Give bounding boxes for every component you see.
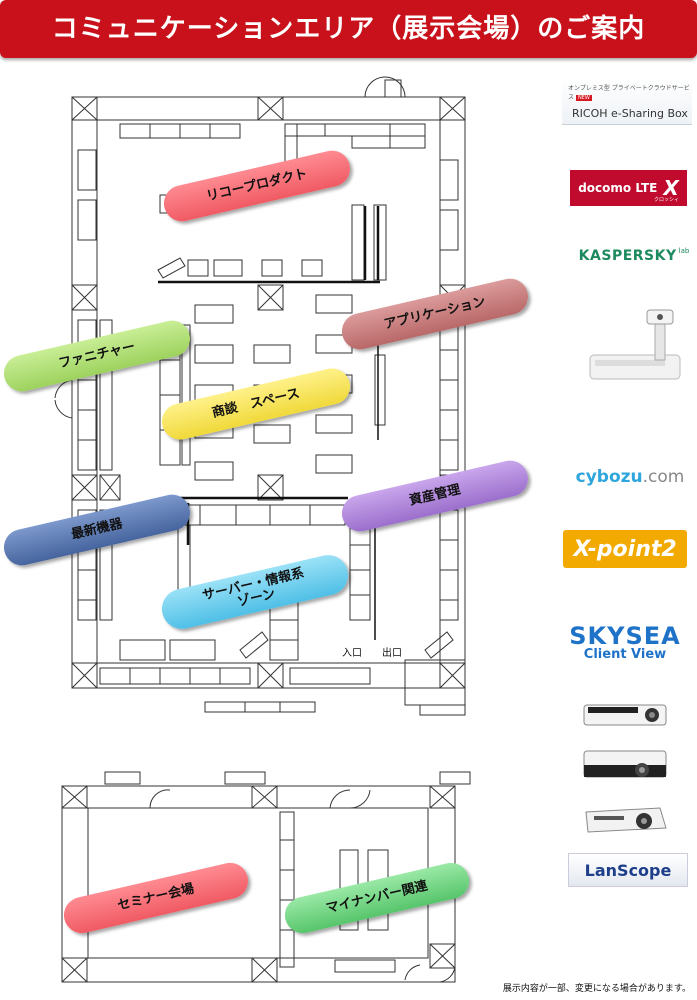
document-camera-image	[585, 300, 695, 385]
ricoh-caption: オンプレミス型 プライベートクラウドサービス	[568, 85, 690, 101]
lanscope-logo: LanScope	[568, 853, 688, 887]
docomo-text: docomo LTE	[578, 181, 658, 195]
new-badge: NEW	[575, 95, 592, 101]
projector-image-3	[580, 798, 670, 838]
disclaimer-note: 展示内容が一部、変更になる場合があります。	[502, 984, 691, 994]
projector-image-1	[580, 695, 670, 731]
title-banner	[0, 0, 697, 58]
zone-label: 資産管理	[407, 482, 462, 509]
docomo-lte-logo: docomo LTE X クロッシィ	[570, 170, 687, 206]
kaspersky-text: KASPERSKY	[578, 248, 677, 264]
skysea-logo: SKYSEA Client View	[560, 620, 690, 666]
zone-label: 最新機器	[69, 516, 124, 543]
kaspersky-logo: KASPERSKY lab	[578, 242, 690, 270]
skysea-sub-text: Client View	[583, 647, 667, 662]
entrance-label: 入口	[342, 648, 362, 659]
exit-label: 出口	[382, 648, 402, 659]
skysea-text: SKYSEA	[569, 622, 681, 650]
docomo-sub-text: クロッシィ	[653, 197, 679, 203]
cybozu-domain-text: .com	[642, 467, 685, 487]
ricoh-e-sharing-box-logo: オンプレミス型 プライベートクラウドサービス NEW RICOH e-Shari…	[562, 78, 692, 125]
lanscope-text: LanScope	[584, 860, 672, 880]
kaspersky-lab-text: lab	[678, 247, 690, 255]
zone-label: ファニチャー	[57, 339, 137, 372]
zone-label: セミナー会場	[116, 881, 196, 914]
page-title: コミュニケーションエリア（展示会場）のご案内	[51, 14, 646, 44]
cybozu-text: cybozu	[575, 467, 643, 487]
x-point-logo: X-point2	[563, 530, 687, 568]
docomo-x-mark: X	[663, 176, 679, 200]
x-point-text: X-point2	[573, 536, 677, 562]
cybozu-logo: cybozu .com	[565, 462, 695, 492]
ricoh-product-name: RICOH e-Sharing Box	[572, 107, 688, 120]
projector-image-2	[580, 745, 670, 783]
